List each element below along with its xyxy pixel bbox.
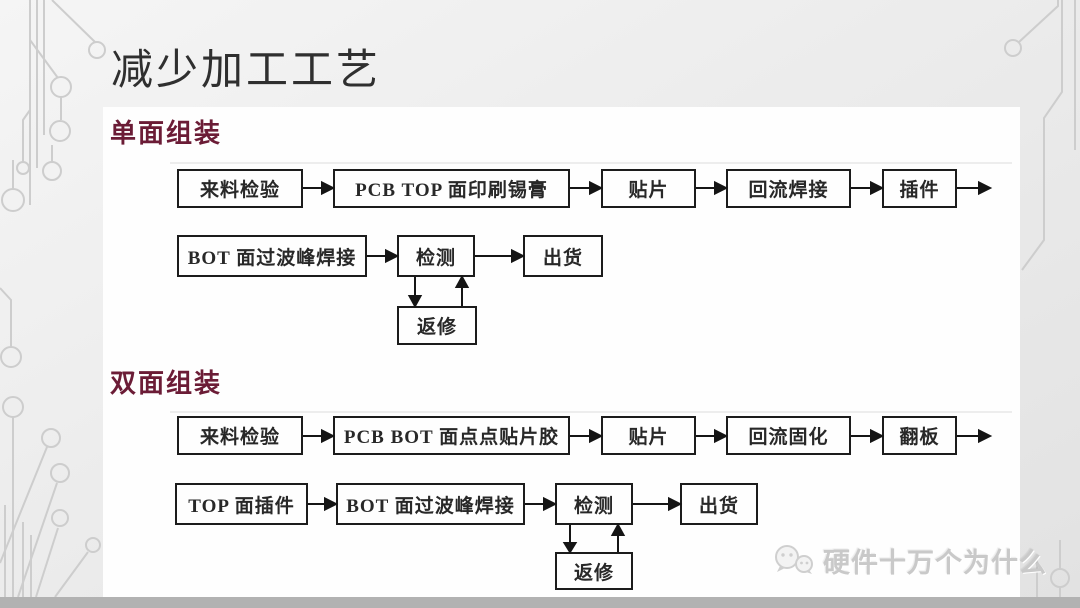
flow-box-top-insertion: TOP 面插件 <box>175 483 308 525</box>
flow-box-smt-placement: 贴片 <box>601 169 696 208</box>
flow-box-rework: 返修 <box>397 306 477 345</box>
flow-box-inspection-2: 检测 <box>555 483 633 525</box>
flow-box-reflow-soldering: 回流焊接 <box>726 169 851 208</box>
flow-box-inspection: 检测 <box>397 235 475 277</box>
wechat-icon <box>775 545 813 574</box>
flow-box-incoming-inspection: 来料检验 <box>177 169 303 208</box>
flow-box-bot-wave-soldering-2: BOT 面过波峰焊接 <box>336 483 525 525</box>
section-header-double-sided: 双面组装 <box>110 369 223 398</box>
flow-box-through-hole-insertion: 插件 <box>882 169 957 208</box>
bottom-bar <box>0 597 1080 608</box>
flow-box-pcb-bot-adhesive: PCB BOT 面点点贴片胶 <box>333 416 570 455</box>
flow-box-rework-2: 返修 <box>555 552 633 590</box>
flow-box-board-flip: 翻板 <box>882 416 957 455</box>
flow-box-smt-placement-2: 贴片 <box>601 416 696 455</box>
section-header-single-sided: 单面组装 <box>110 119 223 148</box>
flow-box-pcb-top-solder-paste: PCB TOP 面印刷锡膏 <box>333 169 570 208</box>
flow-box-incoming-inspection-2: 来料检验 <box>177 416 303 455</box>
flow-box-bot-wave-soldering: BOT 面过波峰焊接 <box>177 235 367 277</box>
flow-box-shipping-2: 出货 <box>680 483 758 525</box>
flowchart-panel: 单面组装 双面组装 来料检验 PCB TOP 面印刷锡膏 贴片 回流焊接 插件 … <box>103 107 1020 597</box>
watermark-text: 硬件十万个为什么 <box>823 547 1047 578</box>
flow-box-reflow-curing: 回流固化 <box>726 416 851 455</box>
page-title: 减少加工工艺 <box>111 46 382 93</box>
watermark: 硬件十万个为什么 <box>772 541 1047 579</box>
flow-box-shipping: 出货 <box>523 235 603 277</box>
